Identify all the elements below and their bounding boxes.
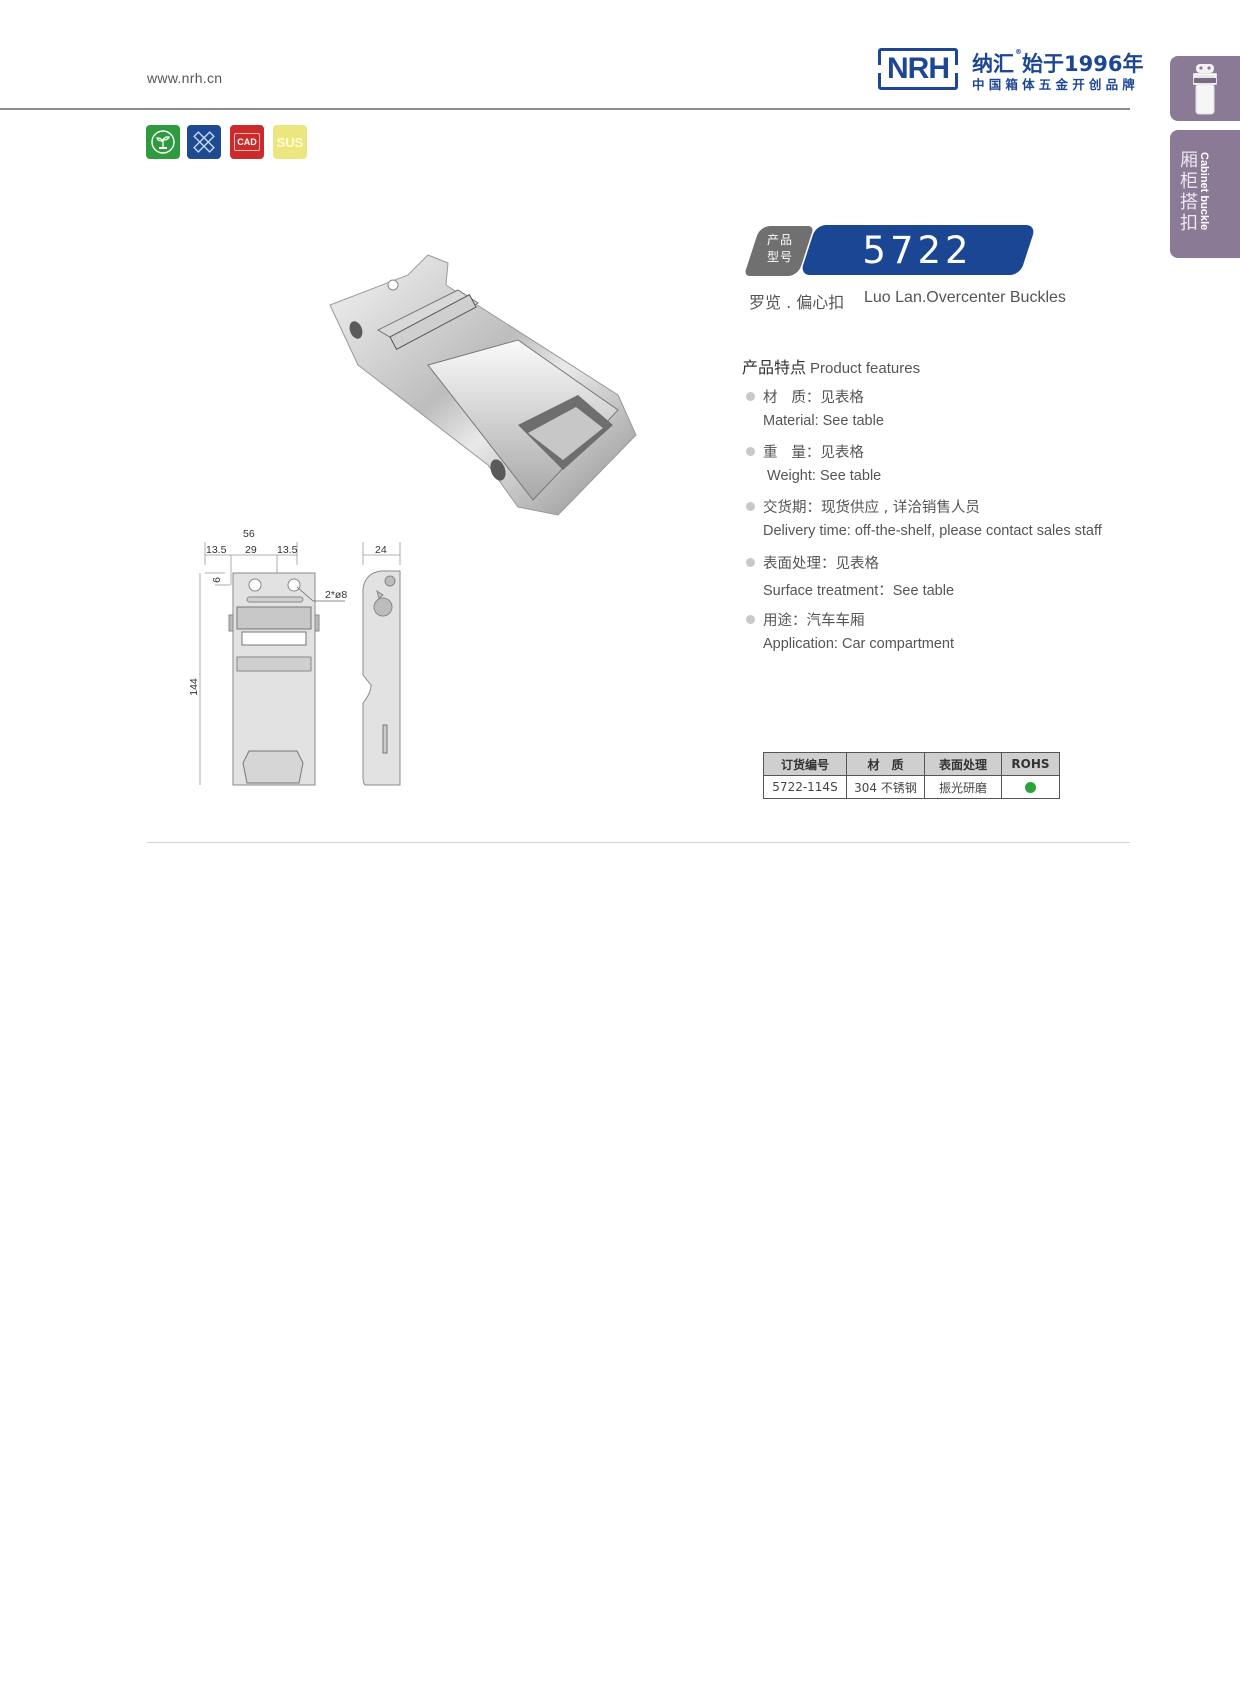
badge-eco	[146, 125, 180, 159]
sprout-icon	[151, 130, 175, 154]
ruler-pencil-icon	[193, 131, 215, 153]
cell-order-no: 5722-114S	[763, 775, 847, 799]
side-tab-product-icon[interactable]	[1170, 56, 1240, 121]
site-url[interactable]: www.nrh.cn	[147, 70, 223, 86]
dim-width-mid: 29	[245, 544, 257, 556]
model-number: 5722	[862, 229, 973, 272]
feature-cn: 表面处理：见表格	[763, 556, 879, 572]
feature-cn: 用途：汽车车厢	[763, 613, 865, 629]
category-label-en: Cabinet buckle	[1198, 152, 1210, 231]
footer-divider	[147, 842, 1130, 843]
rohs-compliant-icon	[1025, 782, 1036, 793]
header-order-no: 订货编号	[763, 752, 847, 776]
badge-cad: CAD	[230, 125, 264, 159]
feature-weight: 重 量：见表格 Weight: See table	[746, 441, 1166, 484]
features-title-cn: 产品特点	[742, 358, 807, 377]
dim-hole-offset: 9	[210, 577, 222, 583]
header-material: 材 质	[846, 752, 925, 776]
brand-title: 纳汇®始于1996年	[972, 48, 1143, 78]
features-title-en: Product features	[810, 360, 921, 377]
product-photo	[329, 254, 637, 516]
bullet-icon	[746, 502, 755, 511]
cad-file-icon: CAD	[234, 133, 260, 151]
badge-tooling	[187, 125, 221, 159]
dim-width-left: 13.5	[206, 544, 227, 556]
feature-cn: 重 量：见表格	[763, 445, 864, 461]
model-tag-label: 产品型号	[766, 233, 793, 264]
category-label-cn: 厢柜搭扣	[1180, 150, 1198, 234]
dim-height: 144	[188, 678, 200, 696]
table-row: 5722-114S 304 不锈钢 振光研磨	[763, 775, 1060, 799]
header-divider	[0, 108, 1130, 110]
feature-surface: 表面处理：见表格 Surface treatment：See table	[746, 552, 1166, 600]
logo-text: NRH	[887, 52, 950, 85]
cell-material: 304 不锈钢	[846, 775, 925, 799]
feature-material: 材 质：见表格 Material: See table	[746, 386, 1166, 429]
product-name-en: Luo Lan.Overcenter Buckles	[864, 289, 1066, 306]
feature-en: Weight: See table	[763, 468, 882, 484]
sus-label: SUS	[276, 134, 304, 150]
spec-table: 订货编号 材 质 表面处理 ROHS 5722-114S 304 不锈钢 振光研…	[763, 752, 1060, 799]
product-name-cn: 罗览 . 偏心扣	[749, 293, 845, 312]
badge-sus: SUS	[273, 125, 307, 159]
registered-mark: ®	[1015, 48, 1022, 56]
dim-width-right: 13.5	[277, 544, 298, 556]
feature-cn: 交货期：现货供应 , 详洽销售人员	[763, 500, 980, 516]
technical-drawing: 56 13.5 29 13.5 9 144 2*ø8 24	[188, 528, 401, 786]
feature-en: Application: Car compartment	[763, 636, 954, 652]
cell-rohs	[1001, 775, 1060, 799]
feature-cn: 材 质：见表格	[763, 390, 864, 406]
brand-tagline: 中国箱体五金开创品牌	[972, 77, 1140, 92]
feature-en: Material: See table	[763, 413, 884, 429]
header-surface: 表面处理	[924, 752, 1002, 776]
nrh-logo: NRH	[878, 48, 958, 90]
dim-width-total: 56	[243, 528, 255, 540]
brand-name: 纳汇	[972, 52, 1014, 76]
table-header-row: 订货编号 材 质 表面处理 ROHS	[763, 752, 1060, 776]
feature-delivery: 交货期：现货供应 , 详洽销售人员 Delivery time: off-the…	[746, 496, 1166, 539]
dim-holes: 2*ø8	[325, 589, 347, 601]
cell-surface: 振光研磨	[924, 775, 1002, 799]
feature-en: Surface treatment：See table	[763, 583, 955, 599]
bullet-icon	[746, 447, 755, 456]
feature-application: 用途：汽车车厢 Application: Car compartment	[746, 609, 1166, 652]
side-tab-category[interactable]	[1170, 130, 1240, 258]
bullet-icon	[746, 392, 755, 401]
cabinet-buckle-icon	[1193, 64, 1217, 115]
bullet-icon	[746, 558, 755, 567]
header-rohs: ROHS	[1001, 752, 1060, 776]
bullet-icon	[746, 615, 755, 624]
dim-side-width: 24	[375, 544, 387, 556]
feature-en: Delivery time: off-the-shelf, please con…	[763, 523, 1102, 539]
brand-slogan: 始于1996年	[1022, 52, 1144, 76]
